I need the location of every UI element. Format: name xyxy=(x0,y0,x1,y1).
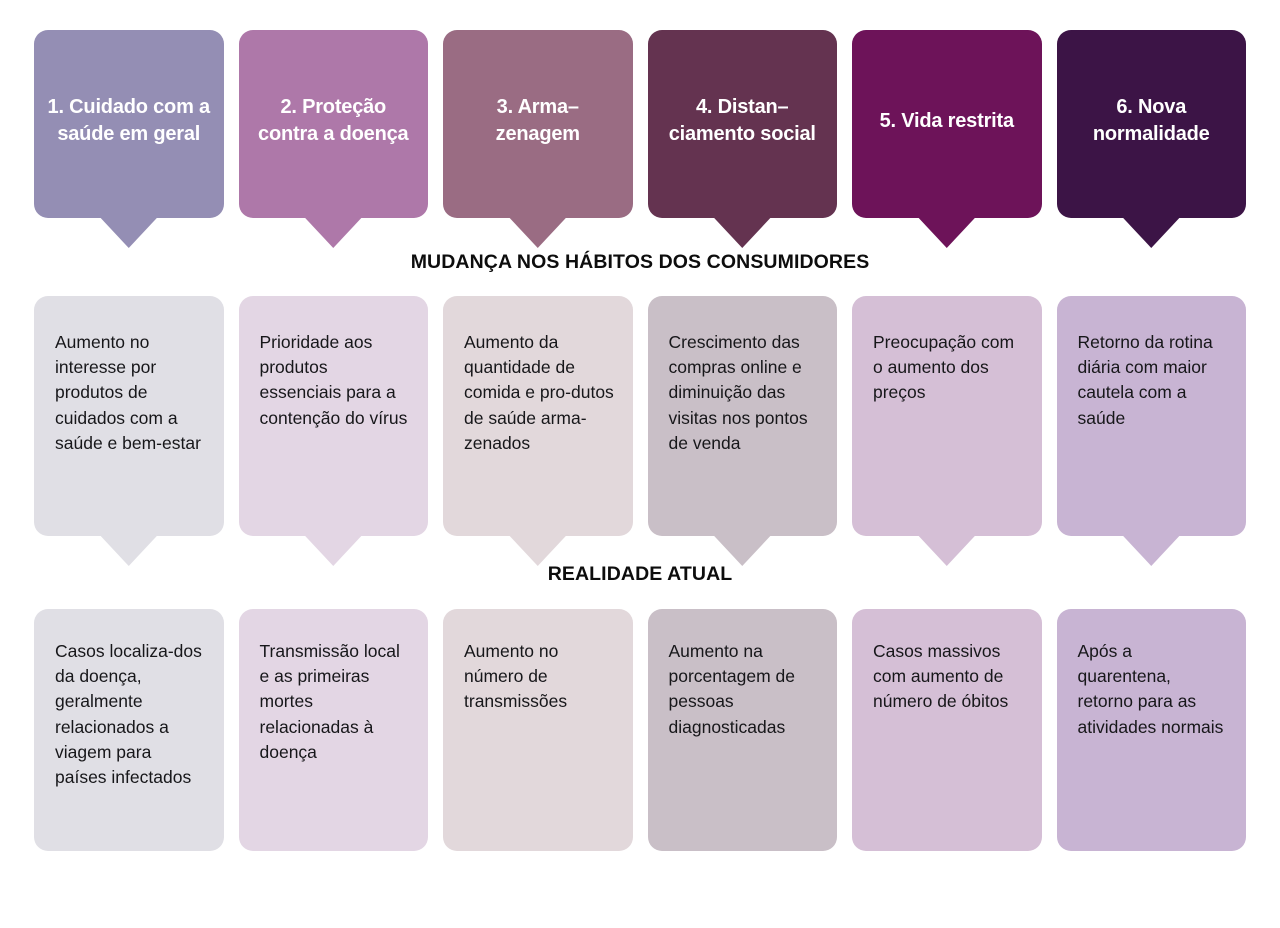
phase-card-2-tail xyxy=(304,217,363,248)
phase-card-5-title: 5. Vida restrita xyxy=(879,109,1014,132)
habits-card-3-text: Aumento da quantidade de comida e pro-du… xyxy=(464,332,614,453)
phase-card-1-body: 1. Cuidado com a saúde em geral xyxy=(34,30,224,218)
section-title-habits: MUDANÇA NOS HÁBITOS DOS CONSUMIDORES xyxy=(410,251,870,273)
phase-card-3-body: 3. Arma–zenagem xyxy=(443,30,633,218)
habits-card-3-body: Aumento da quantidade de comida e pro-du… xyxy=(443,296,633,536)
phase-card-3[interactable]: 3. Arma–zenagem xyxy=(443,30,633,248)
reality-card-3-body: Aumento no número de transmissões xyxy=(443,609,633,851)
phase-card-1-title: 1. Cuidado com a saúde em geral xyxy=(47,96,211,145)
phase-card-6-body: 6. Nova normalidade xyxy=(1056,30,1246,218)
phase-card-4-tail xyxy=(713,217,772,248)
habits-card-1-text: Aumento no interesse por produtos de cui… xyxy=(55,332,201,453)
habits-card-4-body: Crescimento das compras online e diminui… xyxy=(647,296,837,536)
reality-row: Casos localiza-dos da doença, geralmente… xyxy=(34,609,1246,851)
habits-card-4[interactable]: Crescimento das compras online e diminui… xyxy=(647,296,837,566)
habits-card-6-body: Retorno da rotina diária com maior caute… xyxy=(1056,296,1246,536)
phase-card-4-body: 4. Distan–ciamento social xyxy=(647,30,837,218)
habits-card-1[interactable]: Aumento no interesse por produtos de cui… xyxy=(34,296,224,566)
habits-card-4-text: Crescimento das compras online e diminui… xyxy=(668,332,808,453)
phase-card-5-tail xyxy=(917,217,976,248)
habits-card-5[interactable]: Preocupação com o aumento dos preços xyxy=(852,296,1042,566)
phase-card-3-tail xyxy=(508,217,567,248)
phase-card-2[interactable]: 2. Proteção contra a doença xyxy=(238,30,428,248)
phase-card-2-body: 2. Proteção contra a doença xyxy=(238,30,428,218)
reality-card-2[interactable]: Transmissão local e as primeiras mortes … xyxy=(238,609,428,851)
phase-card-5-body: 5. Vida restrita xyxy=(852,30,1042,218)
reality-card-3-text: Aumento no número de transmissões xyxy=(464,641,568,712)
habits-card-6[interactable]: Retorno da rotina diária com maior caute… xyxy=(1056,296,1246,566)
habits-card-3[interactable]: Aumento da quantidade de comida e pro-du… xyxy=(443,296,633,566)
phase-card-6-tail xyxy=(1122,217,1181,248)
habits-card-5-tail xyxy=(917,535,976,566)
reality-card-2-text: Transmissão local e as primeiras mortes … xyxy=(259,641,400,762)
reality-card-4-body: Aumento na porcentagem de pessoas diagno… xyxy=(647,609,837,851)
reality-card-2-body: Transmissão local e as primeiras mortes … xyxy=(238,609,428,851)
habits-card-5-body: Preocupação com o aumento dos preços xyxy=(852,296,1042,536)
phase-card-3-title: 3. Arma–zenagem xyxy=(495,96,580,145)
habits-card-1-body: Aumento no interesse por produtos de cui… xyxy=(34,296,224,536)
habits-card-2[interactable]: Prioridade aos produtos essenciais para … xyxy=(238,296,428,566)
reality-card-1[interactable]: Casos localiza-dos da doença, geralmente… xyxy=(34,609,224,851)
reality-card-5-body: Casos massivos com aumento de número de … xyxy=(852,609,1042,851)
reality-card-3[interactable]: Aumento no número de transmissões xyxy=(443,609,633,851)
reality-card-1-text: Casos localiza-dos da doença, geralmente… xyxy=(55,641,202,787)
habits-card-2-body: Prioridade aos produtos essenciais para … xyxy=(238,296,428,536)
habits-card-2-text: Prioridade aos produtos essenciais para … xyxy=(259,332,408,428)
reality-card-5-text: Casos massivos com aumento de número de … xyxy=(873,641,1009,712)
phase-card-4-title: 4. Distan–ciamento social xyxy=(668,96,816,145)
habits-card-6-tail xyxy=(1122,535,1181,566)
habits-card-1-tail xyxy=(99,535,158,566)
reality-card-6[interactable]: Após a quarentena, retorno para as ativi… xyxy=(1056,609,1246,851)
habits-card-4-tail xyxy=(713,535,772,566)
infographic-board: 1. Cuidado com a saúde em geral 2. Prote… xyxy=(0,30,1280,928)
phase-card-6[interactable]: 6. Nova normalidade xyxy=(1056,30,1246,248)
phase-card-6-title: 6. Nova normalidade xyxy=(1092,96,1210,145)
phase-card-1-tail xyxy=(99,217,158,248)
phase-card-5[interactable]: 5. Vida restrita xyxy=(852,30,1042,248)
reality-card-6-text: Após a quarentena, retorno para as ativi… xyxy=(1077,641,1224,737)
reality-card-6-body: Após a quarentena, retorno para as ativi… xyxy=(1056,609,1246,851)
reality-card-4[interactable]: Aumento na porcentagem de pessoas diagno… xyxy=(647,609,837,851)
phase-card-4[interactable]: 4. Distan–ciamento social xyxy=(647,30,837,248)
reality-card-5[interactable]: Casos massivos com aumento de número de … xyxy=(852,609,1042,851)
reality-card-4-text: Aumento na porcentagem de pessoas diagno… xyxy=(668,641,795,737)
reality-card-1-body: Casos localiza-dos da doença, geralmente… xyxy=(34,609,224,851)
habits-row: Aumento no interesse por produtos de cui… xyxy=(34,296,1246,566)
habits-card-2-tail xyxy=(304,535,363,566)
phase-header-row: 1. Cuidado com a saúde em geral 2. Prote… xyxy=(34,30,1246,248)
section-title-reality: REALIDADE ATUAL xyxy=(547,563,733,585)
habits-card-5-text: Preocupação com o aumento dos preços xyxy=(873,332,1015,403)
habits-card-6-text: Retorno da rotina diária com maior caute… xyxy=(1077,332,1213,428)
phase-card-2-title: 2. Proteção contra a doença xyxy=(258,96,409,145)
phase-card-1[interactable]: 1. Cuidado com a saúde em geral xyxy=(34,30,224,248)
habits-card-3-tail xyxy=(508,535,567,566)
